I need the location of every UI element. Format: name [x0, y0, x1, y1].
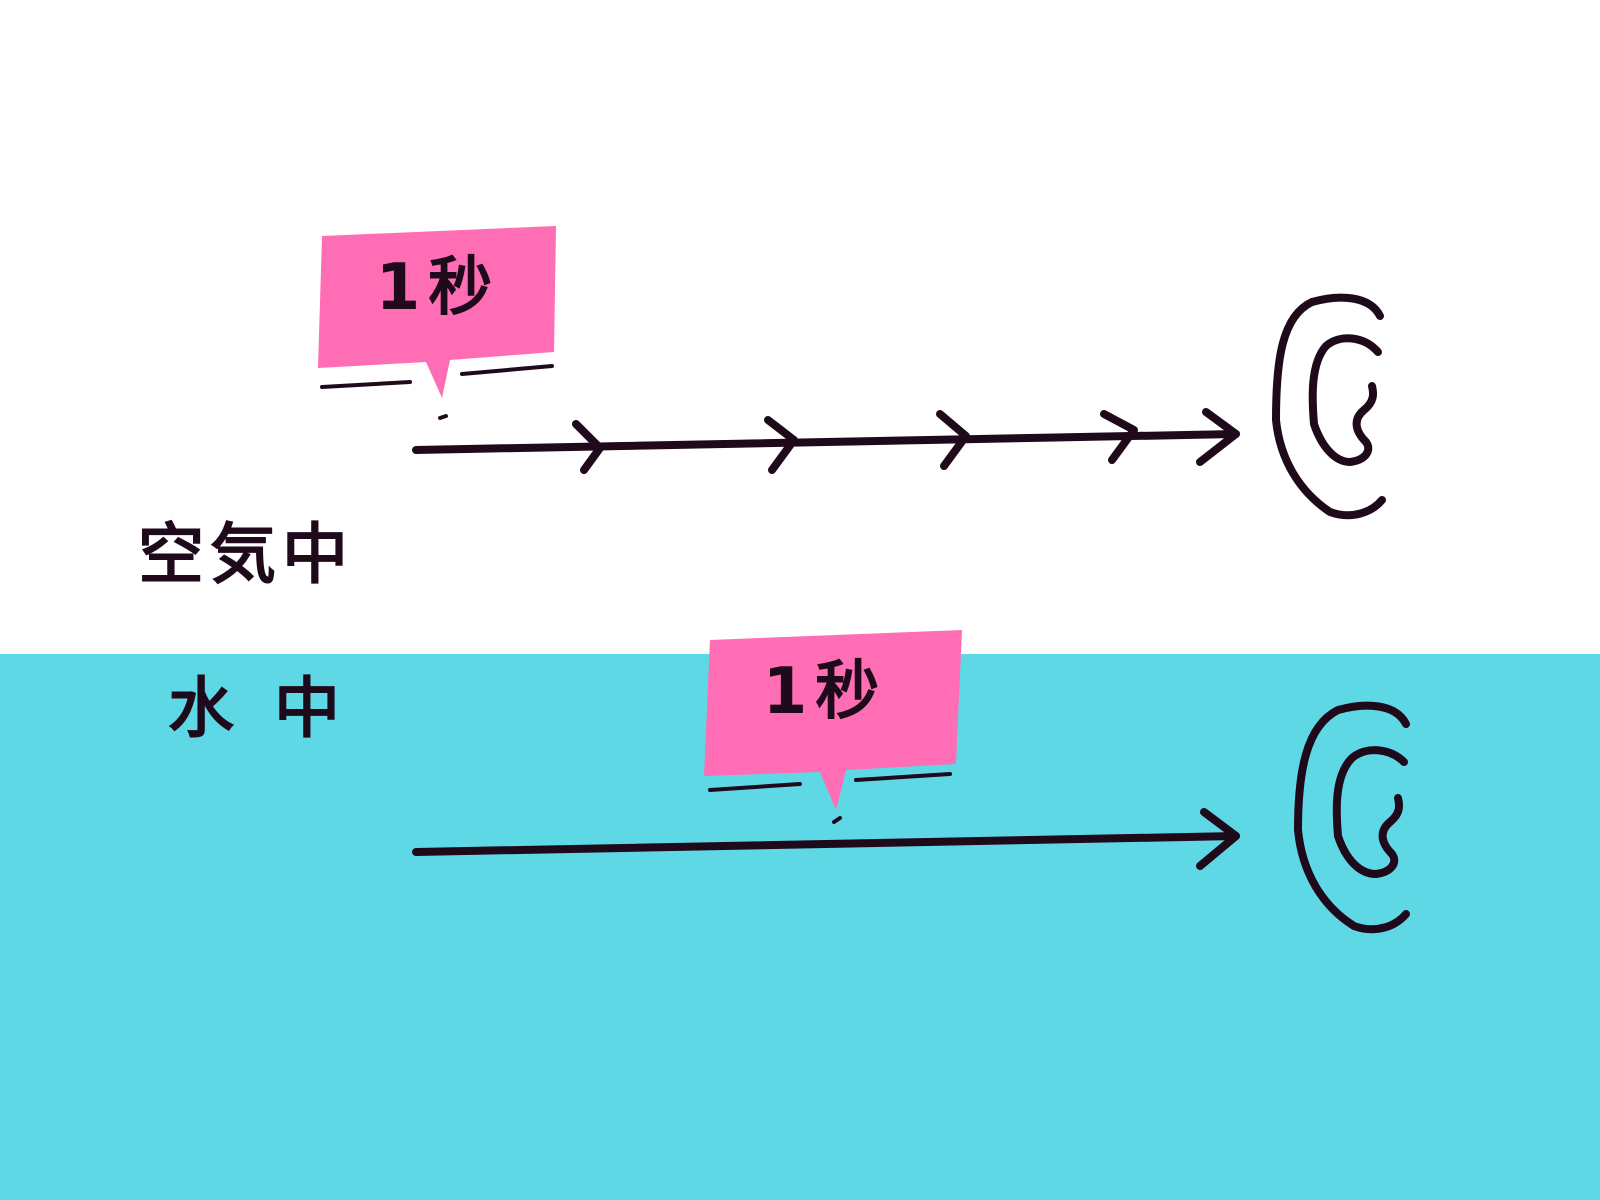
sound-arrow-water — [412, 808, 1240, 870]
speech-bubble-water — [704, 630, 962, 824]
medium-label-water: 水中 — [168, 670, 380, 747]
sound-arrow-air — [412, 408, 1240, 474]
ear-icon — [1294, 701, 1410, 934]
speech-bubble-air — [318, 226, 556, 420]
bubble-label-water: 1秒 — [762, 655, 888, 729]
ear-icon — [1272, 293, 1386, 520]
medium-label-air: 空気中 — [138, 516, 354, 593]
bubble-label-air: 1秒 — [375, 251, 501, 325]
